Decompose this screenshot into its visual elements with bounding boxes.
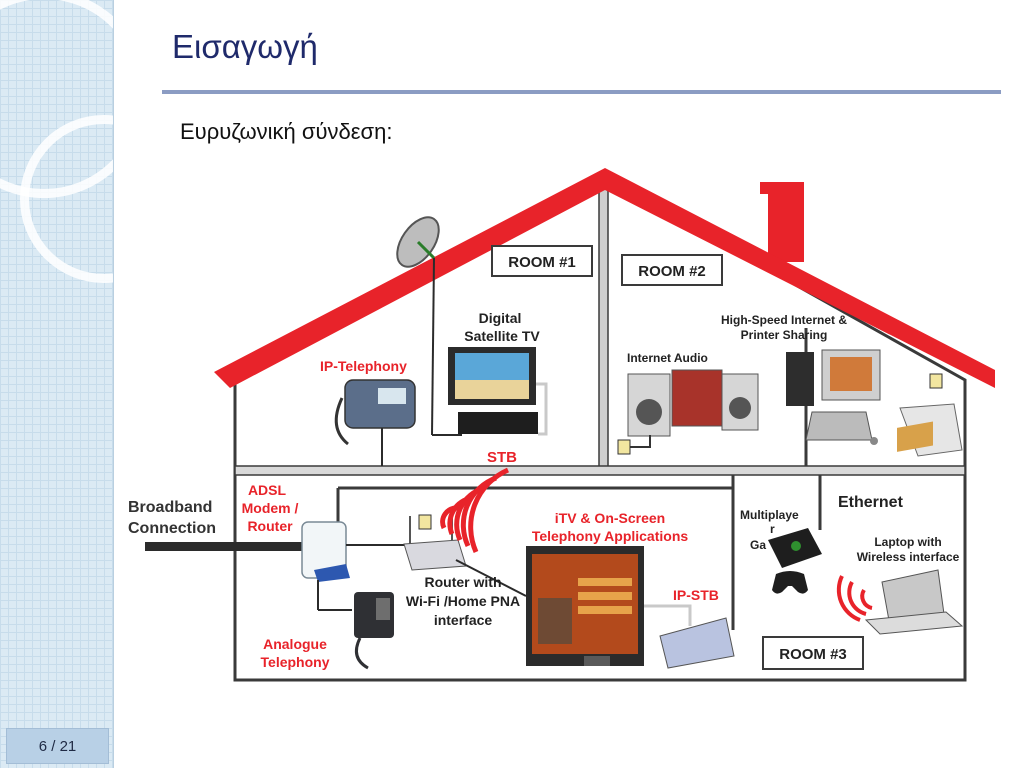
slide-title: Εισαγωγή (172, 28, 318, 65)
room2-label: ROOM #2 (621, 254, 723, 286)
broadband-cable (145, 542, 307, 551)
stb-label: STB (487, 449, 517, 466)
laptop-wifi-signal-icon (836, 575, 873, 622)
broadband-label: Connection (128, 520, 216, 537)
slide-subtitle: Ευρυζωνική σύνδεση: (180, 119, 393, 144)
analogue-telephony-label: Analogue (263, 636, 327, 652)
internet-audio-label: Internet Audio (627, 351, 708, 365)
itv-label: Telephony Applications (532, 528, 689, 544)
router-label: Router with (425, 574, 502, 590)
ip-telephony-label: IP-Telephony (320, 358, 407, 374)
chimney (768, 182, 804, 262)
satellite-tv-label: Satellite TV (464, 328, 540, 344)
adsl-modem-icon (301, 521, 404, 611)
itv-label: iTV & On-Screen (555, 510, 665, 526)
game-console-icon (768, 528, 822, 594)
ip-phone-icon (334, 379, 416, 466)
chimney-cap (760, 182, 804, 194)
room3-label: ROOM #3 (762, 636, 864, 670)
laptop-label: Laptop with (874, 535, 941, 549)
satellite-tv-label: Digital (479, 310, 522, 326)
router-label: interface (434, 612, 493, 628)
laptop-label: Wireless interface (857, 550, 960, 564)
satellite-tv-icon (448, 347, 548, 436)
multiplayer-games-label: Multiplaye (740, 508, 799, 522)
page-number: 6 / 21 (6, 728, 109, 764)
sidebar-decoration (0, 0, 114, 768)
satellite-dish-icon (396, 216, 462, 436)
audio-system-icon (617, 369, 759, 455)
multiplayer-games-label: Ga (750, 538, 766, 552)
adsl-label: Modem / (242, 500, 299, 516)
room1-label: ROOM #1 (491, 245, 593, 277)
desktop-computer-icon (786, 349, 881, 445)
router-label: Wi-Fi /Home PNA (406, 593, 520, 609)
multiplayer-games-label: r (770, 522, 775, 536)
attic-divider (598, 179, 609, 468)
highspeed-internet-label: Printer Sharing (741, 328, 828, 342)
broadband-label: Broadband (128, 499, 212, 516)
adsl-label: ADSL (248, 482, 287, 498)
floor-slab (234, 465, 966, 476)
analogue-phone-icon (354, 592, 394, 670)
title-divider (162, 90, 1001, 94)
svg-text:ROOM #2: ROOM #2 (638, 263, 706, 280)
svg-text:ROOM #3: ROOM #3 (779, 646, 847, 663)
analogue-telephony-label: Telephony (261, 654, 330, 670)
highspeed-internet-label: High-Speed Internet & (721, 313, 847, 327)
itv-screen-icon (526, 546, 644, 666)
ip-stb-label: IP-STB (673, 587, 719, 603)
laptop-icon (864, 421, 964, 635)
ip-stb-icon (644, 604, 735, 669)
adsl-label: Router (247, 518, 293, 534)
svg-text:ROOM #1: ROOM #1 (508, 254, 576, 271)
ethernet-label: Ethernet (838, 494, 904, 511)
wifi-signal-icon (440, 467, 510, 554)
